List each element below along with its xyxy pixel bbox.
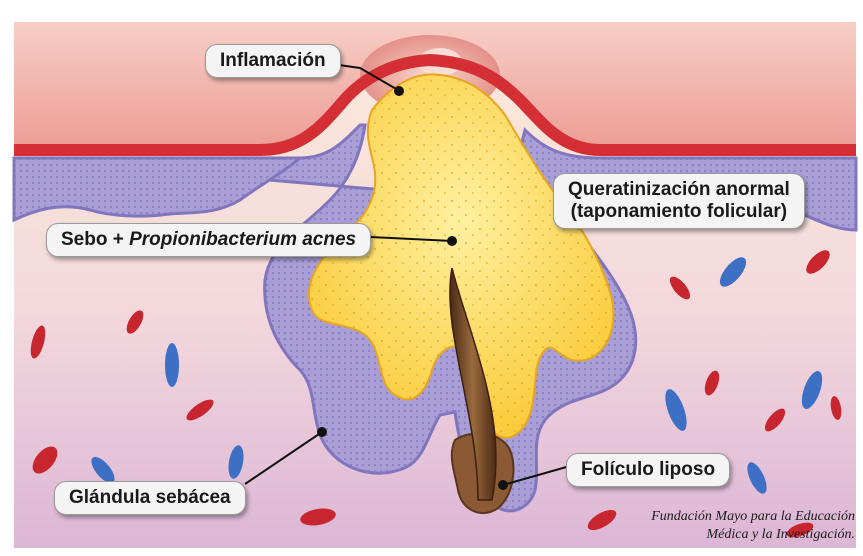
gland-pointer-dot — [318, 428, 326, 436]
inflammation-pointer-dot — [395, 87, 403, 95]
blue-blood-cell — [165, 343, 179, 387]
label-sebum-prefix: Sebo + — [61, 229, 129, 250]
credit-line2: Médica y la Investigación. — [651, 526, 855, 544]
label-keratinization-line2: (taponamiento folicular) — [568, 201, 790, 223]
label-sebum-bacteria: Sebo + Propionibacterium acnes — [46, 223, 371, 257]
label-abnormal-keratinization: Queratinización anormal (taponamiento fo… — [553, 173, 805, 229]
label-inflammation-text: Inflamación — [220, 50, 326, 71]
label-hair-follicle: Folículo liposo — [566, 453, 730, 487]
label-sebaceous-gland-text: Glándula sebácea — [69, 487, 231, 508]
credit-line1: Fundación Mayo para la Educación — [651, 508, 855, 526]
credit-text: Fundación Mayo para la Educación Médica … — [651, 508, 855, 544]
label-keratinization-line1: Queratinización anormal — [568, 179, 790, 201]
follicle-pointer-dot — [499, 481, 507, 489]
label-inflammation: Inflamación — [205, 44, 341, 78]
label-sebaceous-gland: Glándula sebácea — [54, 481, 246, 515]
sebum-pointer-dot — [448, 237, 456, 245]
label-hair-follicle-text: Folículo liposo — [581, 459, 715, 480]
label-bacteria-name: Propionibacterium acnes — [129, 229, 356, 250]
